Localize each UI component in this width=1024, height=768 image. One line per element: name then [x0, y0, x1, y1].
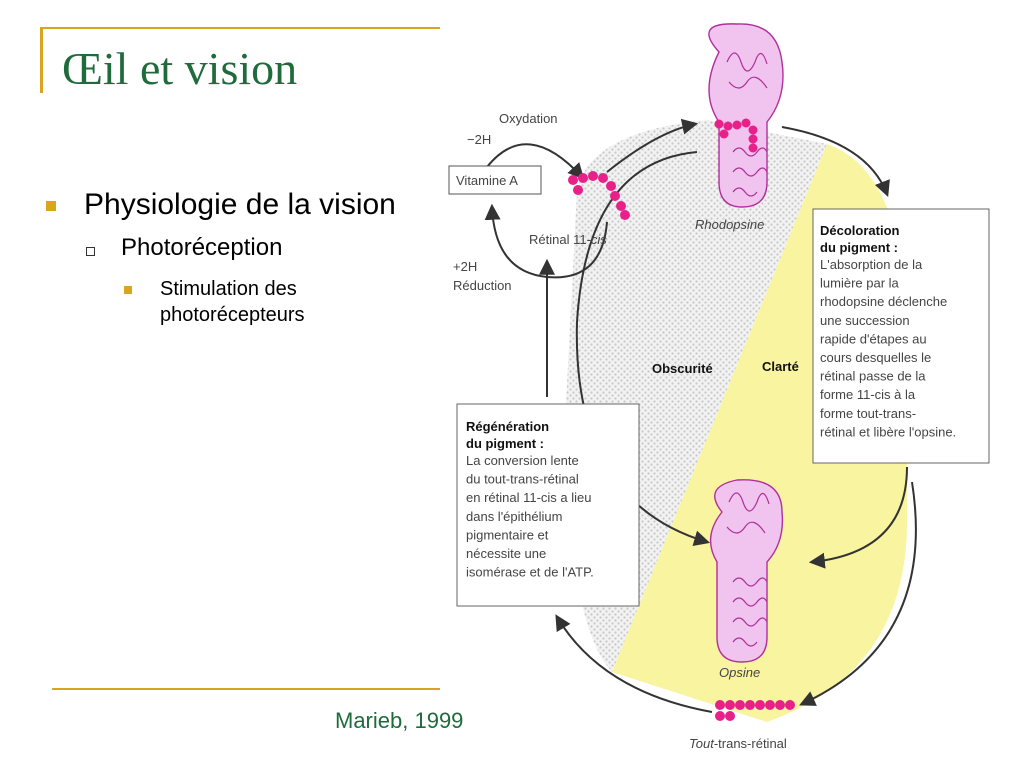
- oxydation-label: Oxydation: [499, 111, 558, 126]
- decoloration-heading-line: Décoloration: [820, 223, 900, 238]
- square-bullet-icon: [46, 201, 56, 211]
- oxydation-arrow: [486, 143, 585, 180]
- regeneration-body-line: pigmentaire et: [466, 527, 549, 542]
- decoloration-body-line: cours desquelles le: [820, 350, 931, 365]
- regeneration-body-line: du tout-trans-rétinal: [466, 472, 579, 487]
- opsine-protein-icon: [709, 479, 784, 663]
- cycle-arrow-to-rhodopsine: [606, 118, 699, 173]
- decoloration-body-line: rétinal passe de la: [820, 369, 926, 384]
- bullet-level3-text: Stimulation des photorécepteurs: [160, 278, 305, 326]
- decoloration-heading-line: du pigment :: [820, 240, 898, 255]
- decoloration-body-line: rhodopsine déclenche: [820, 294, 947, 309]
- citation: Marieb, 1999: [335, 708, 464, 733]
- regeneration-heading-line: du pigment :: [466, 436, 544, 451]
- footer-divider: [52, 688, 440, 690]
- regeneration-box: [456, 403, 640, 607]
- cycle-arrow-to-tout-trans: [799, 481, 917, 706]
- square-bullet-icon: [124, 286, 132, 294]
- regeneration-text: Régénération du pigment : La conversion le…: [466, 419, 594, 580]
- vitamine-a-box: [448, 165, 542, 195]
- minus-2h-label: −2H: [467, 132, 491, 147]
- plus-2h-label: +2H: [453, 259, 477, 274]
- rhodopsine-protein-icon: [708, 23, 784, 208]
- clarte-label: Clarté: [762, 359, 799, 374]
- decoloration-box: [812, 208, 990, 464]
- decoloration-body-line: rapide d'étapes au: [820, 331, 927, 346]
- title-accent-line: [40, 27, 440, 29]
- cycle-arrow-to-opsine: [808, 466, 908, 569]
- decoloration-body-line: forme 11-cis à la: [820, 387, 916, 402]
- vitamine-a-label: Vitamine A: [456, 173, 518, 188]
- decoloration-body-line: forme tout-trans-: [820, 406, 916, 421]
- reduction-label: Réduction: [453, 278, 512, 293]
- regeneration-body-line: La conversion lente: [466, 453, 579, 468]
- retinal-11-cis-molecule-icon: [568, 171, 630, 220]
- reduction-arrow: [484, 203, 608, 279]
- cycle-arrow-to-decoloration: [781, 126, 890, 197]
- decoloration-body-line: rétinal et libère l'opsine.: [820, 424, 956, 439]
- tout-trans-retinal-label: Tout-trans-rétinal: [689, 736, 787, 751]
- tout-trans-retinal-molecule-icon: [715, 700, 795, 721]
- hollow-square-bullet-icon: [86, 247, 95, 256]
- decoloration-body-line: lumière par la: [820, 276, 900, 291]
- bullet-level2-text: Photoréception: [121, 234, 283, 261]
- title-accent-bar: [40, 27, 43, 93]
- decoloration-body-line: L'absorption de la: [820, 257, 923, 272]
- regeneration-body-line: en rétinal 11-cis a lieu: [466, 490, 592, 505]
- bullet-level1-text: Physiologie de la vision: [84, 188, 396, 221]
- regeneration-heading-line: Régénération: [466, 419, 549, 434]
- regeneration-body-line: isomérase et de l'ATP.: [466, 565, 594, 580]
- slide-title: Œil et vision: [62, 43, 298, 94]
- opsine-label: Opsine: [719, 665, 760, 680]
- visual-cycle-diagram: Vitamine A Oxydation −2H +2H Réduction R…: [448, 23, 990, 751]
- retinal-11-cis-label: Rétinal 11-cis: [529, 232, 607, 247]
- cycle-arrow-from-tout-trans: [555, 614, 713, 713]
- decoloration-body-line: une succession: [820, 313, 910, 328]
- decoloration-text: Décoloration du pigment : L'absorption de …: [820, 223, 956, 439]
- obscurite-label: Obscurité: [652, 361, 713, 376]
- regeneration-body-line: nécessite une: [466, 546, 546, 561]
- rhodopsine-label: Rhodopsine: [695, 217, 764, 232]
- regeneration-body-line: dans l'épithélium: [466, 509, 562, 524]
